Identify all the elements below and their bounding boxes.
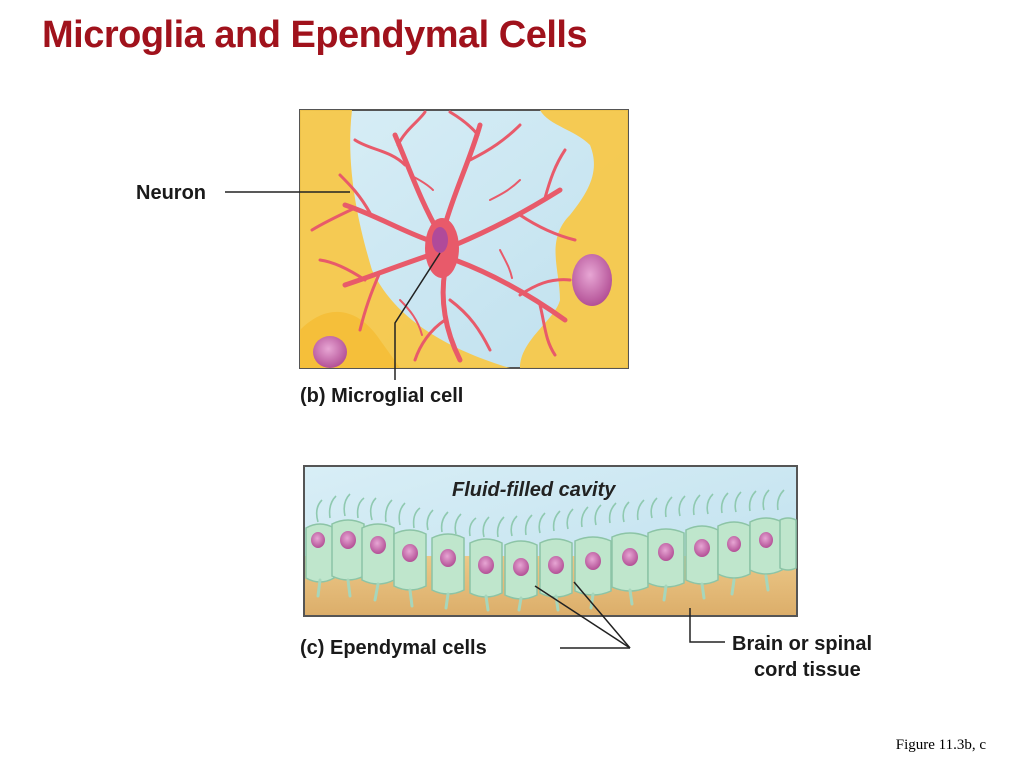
- nucleus: [478, 556, 494, 574]
- nucleus: [402, 544, 418, 562]
- nucleus: [694, 539, 710, 557]
- cilia: [315, 489, 785, 538]
- nucleus: [727, 536, 741, 552]
- ependymal-leader-lines: [534, 581, 631, 649]
- tissue-leader-line: [689, 608, 725, 643]
- neuron-callout: Neuron: [136, 182, 350, 204]
- microglia-panel: [299, 109, 629, 369]
- neuron-nucleus: [572, 254, 612, 306]
- tissue-label-line1: Brain or spinal: [732, 633, 872, 655]
- neuron-nucleus: [313, 336, 347, 368]
- nucleus: [585, 552, 601, 570]
- nucleus: [440, 549, 456, 567]
- tissue-label-line2: cord tissue: [754, 659, 861, 681]
- ependymal-panel: Fluid-filled cavity: [303, 465, 798, 617]
- neuron-label: Neuron: [136, 182, 206, 204]
- cavity-label: Fluid-filled cavity: [452, 479, 616, 501]
- nucleus: [311, 532, 325, 548]
- nucleus: [513, 558, 529, 576]
- nucleus: [340, 531, 356, 549]
- ependymal-nuclei: [311, 531, 773, 576]
- nucleus: [622, 548, 638, 566]
- panel-c-caption: (c) Ependymal cells: [300, 637, 487, 659]
- panel-b-caption: (b) Microglial cell: [300, 385, 463, 407]
- microglia-leader-line: [394, 252, 441, 380]
- ependymal-cell: [331, 519, 365, 581]
- neuron-body-left: [300, 110, 510, 368]
- page-title: Microglia and Ependymal Cells: [42, 14, 588, 56]
- nucleus: [658, 543, 674, 561]
- nucleus: [370, 536, 386, 554]
- microglial-cell: [310, 110, 577, 363]
- figure-caption: Figure 11.3b, c: [895, 737, 986, 753]
- nucleus: [548, 556, 564, 574]
- nucleus: [759, 532, 773, 548]
- microglial-nucleus: [432, 227, 448, 253]
- ependymal-cell: [779, 517, 797, 571]
